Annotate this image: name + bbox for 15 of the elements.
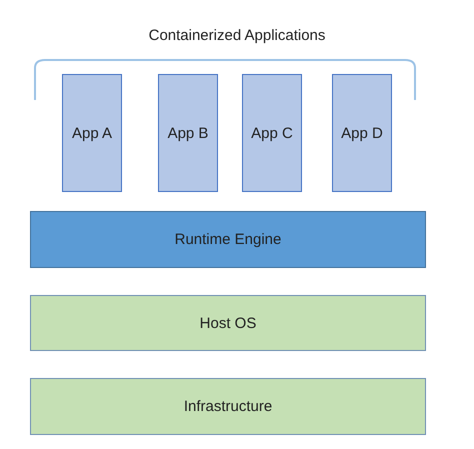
app-box <box>158 74 218 192</box>
layer-label: App C <box>251 124 293 142</box>
layer-label: App A <box>72 124 112 142</box>
app-box <box>332 74 392 192</box>
app-box <box>62 74 122 192</box>
layer-label: Host OS <box>200 314 256 332</box>
layer-label: App D <box>341 124 383 142</box>
group-heading: Containerized Applications <box>148 27 326 44</box>
app-box <box>242 74 302 192</box>
stack-layer <box>30 378 426 435</box>
engine-layer <box>30 211 426 268</box>
layer-label: Infrastructure <box>184 398 272 415</box>
layer-label: Runtime Engine <box>174 231 282 248</box>
stack-layer <box>30 295 426 351</box>
layer-label: App B <box>168 124 208 142</box>
